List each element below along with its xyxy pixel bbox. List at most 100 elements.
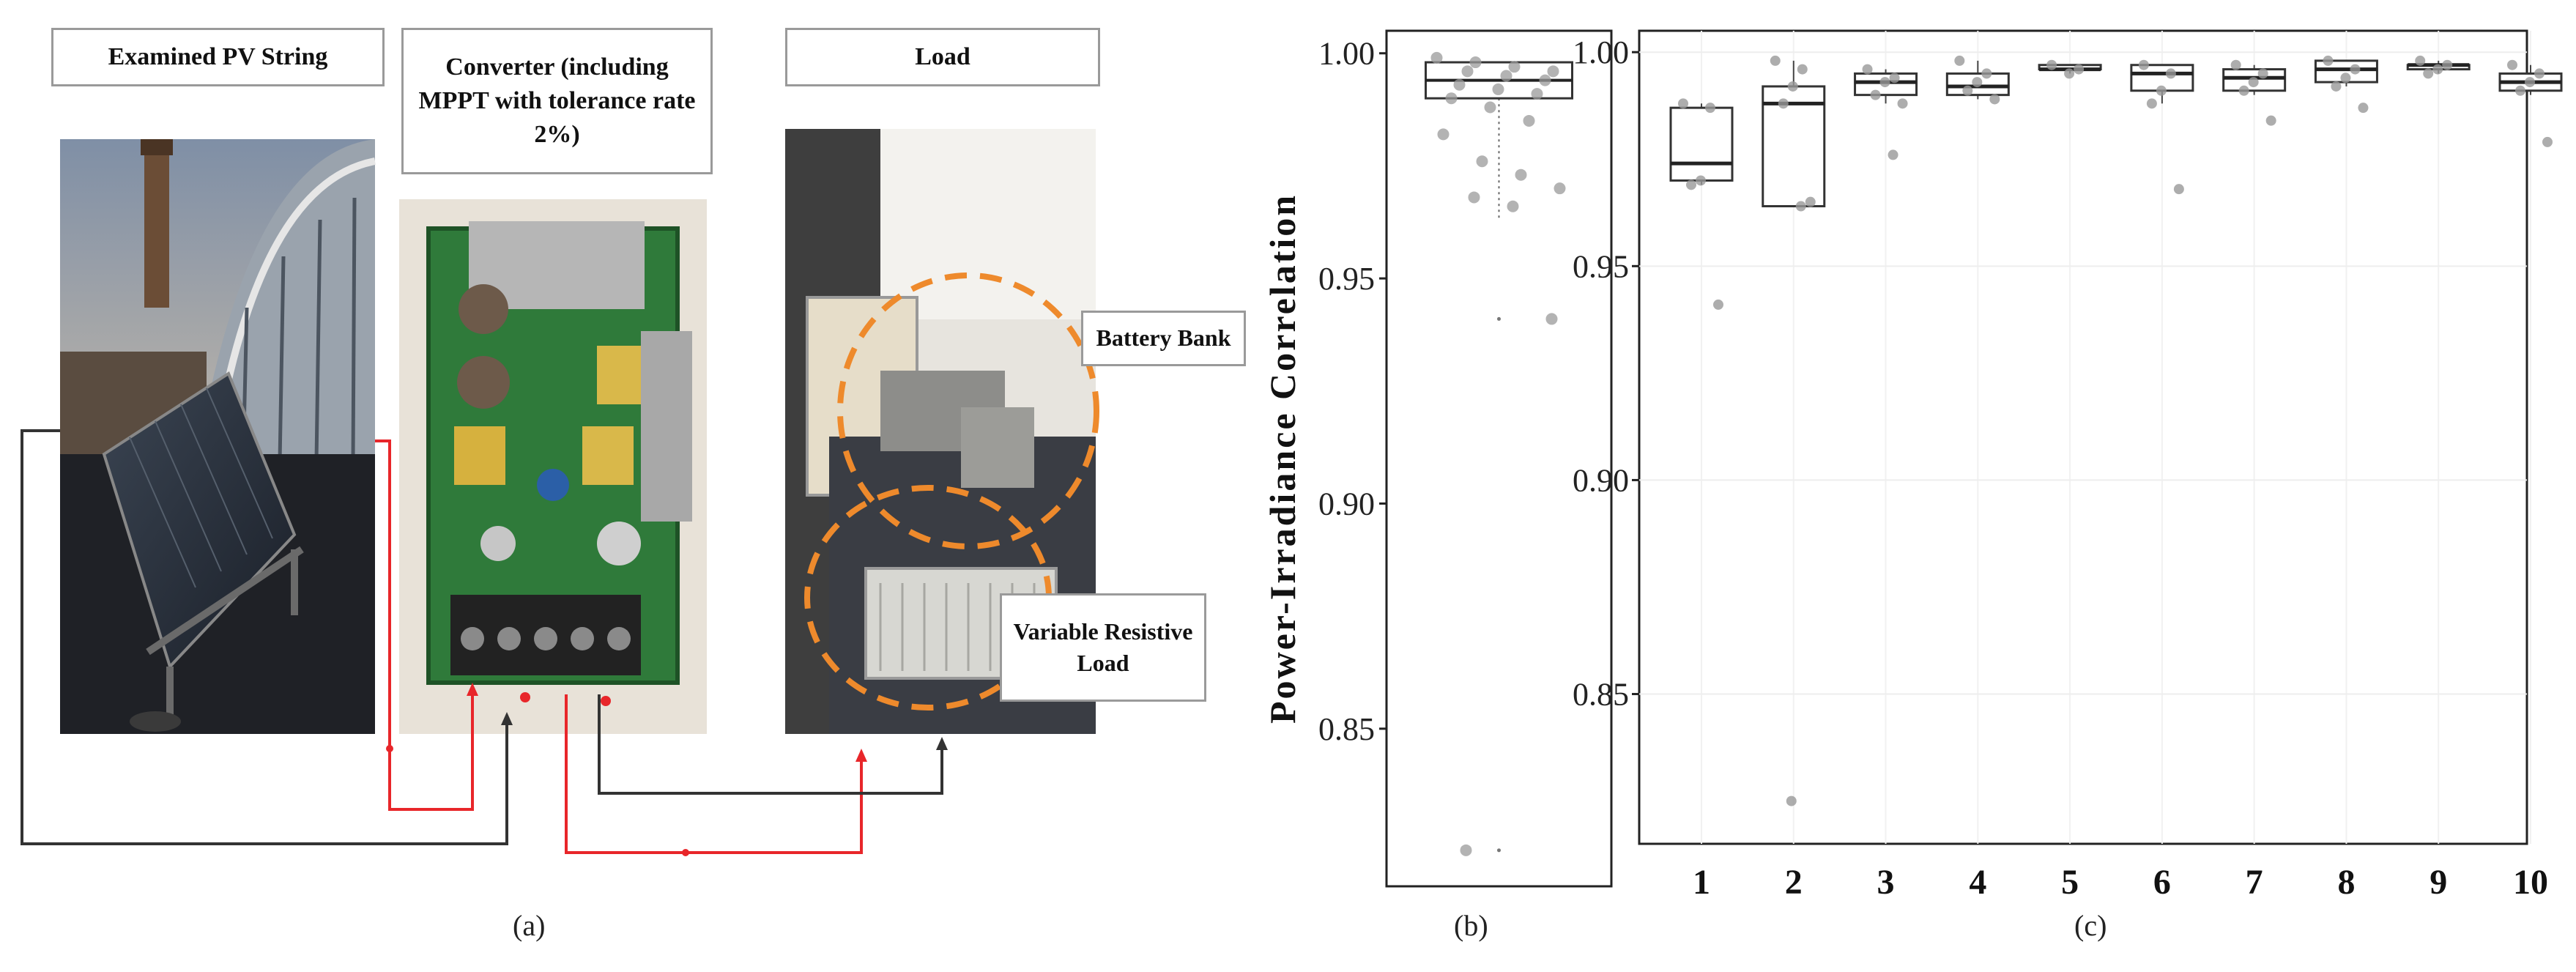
data-point-c xyxy=(1879,77,1890,88)
y-axis-title: Power-Irradiance Correlation xyxy=(1262,193,1303,724)
data-point-c xyxy=(1705,103,1715,114)
data-point-b xyxy=(1484,101,1496,114)
data-point-c xyxy=(2525,77,2535,88)
data-point-b xyxy=(1508,61,1521,73)
red-wire-load xyxy=(565,694,863,854)
wiring-diagram xyxy=(21,429,948,856)
resistive-load-label: Variable Resistive Load xyxy=(1000,593,1206,702)
data-point-b xyxy=(1461,65,1474,78)
data-point-c xyxy=(2534,68,2545,79)
red-wire-pv xyxy=(375,439,474,811)
data-point-b xyxy=(1468,191,1480,204)
data-point-c xyxy=(2507,59,2517,70)
y-tick-label-c: 0.85 xyxy=(1573,677,1629,713)
pv-rooftop-illustration xyxy=(60,139,376,734)
data-point-c xyxy=(2238,85,2249,96)
pv-string-photo xyxy=(60,139,376,734)
data-point-c xyxy=(2074,64,2085,75)
data-point-c xyxy=(2542,136,2553,147)
data-point-b xyxy=(1469,56,1482,69)
data-point-c xyxy=(1862,64,1873,75)
data-point-b xyxy=(1547,65,1559,78)
x-tick-label-c: 4 xyxy=(1969,863,1986,902)
load-label: Load xyxy=(785,28,1100,86)
data-point-c xyxy=(2257,68,2268,79)
y-tick-label-c: 0.95 xyxy=(1573,248,1629,284)
outlier-b xyxy=(1497,848,1501,853)
data-point-b xyxy=(1545,313,1558,325)
data-point-c xyxy=(2432,64,2443,75)
data-point-c xyxy=(2415,55,2426,66)
data-point-c xyxy=(1954,55,1965,66)
data-point-c xyxy=(1678,98,1688,109)
y-tick-label-c: 0.90 xyxy=(1573,462,1629,498)
data-point-b xyxy=(1453,78,1466,91)
plot-frame-b xyxy=(1385,29,1613,888)
data-point-c xyxy=(1787,81,1798,92)
y-tick-label-c: 1.00 xyxy=(1573,34,1629,70)
data-point-b xyxy=(1445,92,1458,105)
outlier-b xyxy=(1497,316,1501,321)
data-point-c xyxy=(1805,196,1816,207)
data-point-c xyxy=(1981,68,1992,79)
data-point-c xyxy=(2046,59,2057,70)
data-point-c xyxy=(2442,59,2453,70)
data-point-b xyxy=(1523,114,1535,127)
data-point-c xyxy=(2230,59,2241,70)
data-point-b xyxy=(1460,844,1472,856)
data-point-b xyxy=(1554,182,1566,195)
data-point-c xyxy=(1770,55,1781,66)
pv-string-label: Examined PV String xyxy=(51,28,385,86)
data-point-c xyxy=(1897,98,1908,109)
data-point-c xyxy=(2165,68,2176,79)
y-tick-label-b: 0.95 xyxy=(1318,261,1375,297)
data-point-c xyxy=(1778,98,1789,109)
data-point-c xyxy=(1797,64,1808,75)
x-tick-label-c: 5 xyxy=(2061,863,2079,902)
data-point-c xyxy=(2358,103,2369,114)
data-point-c xyxy=(2265,115,2276,126)
data-point-b xyxy=(1515,168,1527,181)
data-point-b xyxy=(1476,155,1488,168)
box-c xyxy=(2222,68,2287,92)
box-c xyxy=(1669,106,1734,182)
x-tick-label-c: 8 xyxy=(2337,863,2355,902)
data-point-c xyxy=(1713,299,1723,310)
data-point-c xyxy=(2323,55,2334,66)
data-point-c xyxy=(2423,68,2434,79)
panel-a-sublabel: (a) xyxy=(513,909,546,942)
data-point-b xyxy=(1531,88,1543,100)
data-point-c xyxy=(2340,73,2351,84)
panel-b-sublabel: (b) xyxy=(1454,909,1488,942)
data-point-c xyxy=(1962,85,1973,96)
panel-b-chart: Power-Irradiance Correlation0.850.900.95… xyxy=(1262,29,1613,888)
x-tick-label-c: 3 xyxy=(1877,863,1895,902)
data-point-b xyxy=(1500,70,1512,82)
data-point-c xyxy=(2515,85,2525,96)
data-point-c xyxy=(1786,795,1797,806)
data-point-b xyxy=(1437,128,1450,141)
converter-photo xyxy=(399,199,707,734)
data-point-c xyxy=(1795,201,1806,212)
data-point-c xyxy=(1870,89,1881,100)
data-point-c xyxy=(2146,98,2157,109)
converter-label: Converter (including MPPT with tolerance… xyxy=(401,28,713,174)
data-point-c xyxy=(1696,175,1706,186)
x-tick-label-c: 1 xyxy=(1693,863,1710,902)
panel-c-sublabel: (c) xyxy=(2074,909,2107,942)
black-wire-pv xyxy=(21,429,508,845)
battery-bank-label: Battery Bank xyxy=(1081,311,1246,366)
data-point-b xyxy=(1492,83,1504,95)
data-point-c xyxy=(2138,59,2149,70)
data-point-c xyxy=(1889,73,1900,84)
x-tick-label-c: 2 xyxy=(1785,863,1803,902)
box-c xyxy=(1762,85,1826,208)
data-point-b xyxy=(1507,200,1519,212)
y-tick-label-b: 1.00 xyxy=(1318,36,1375,72)
data-point-b xyxy=(1430,51,1443,64)
data-point-c xyxy=(2173,184,2184,195)
data-point-c xyxy=(1888,149,1898,160)
y-tick-label-b: 0.90 xyxy=(1318,486,1375,522)
x-tick-label-c: 6 xyxy=(2153,863,2171,902)
x-tick-label-c: 9 xyxy=(2430,863,2447,902)
